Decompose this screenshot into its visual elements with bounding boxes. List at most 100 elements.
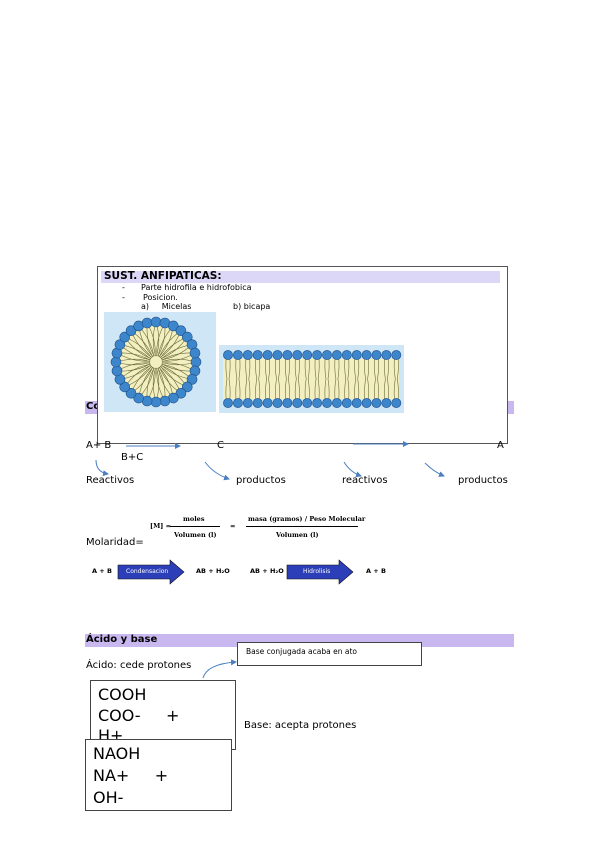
micelle-head bbox=[181, 381, 193, 393]
micelle-head bbox=[186, 374, 198, 385]
bilayer-image bbox=[219, 345, 404, 413]
micelle-head bbox=[190, 356, 202, 368]
molarity-num2: masa (gramos) / Peso Molecular bbox=[248, 515, 366, 523]
bilayer-head bbox=[262, 398, 273, 408]
bilayer-head bbox=[312, 350, 322, 360]
naoh-box[interactable]: NAOH NA+ + OH- bbox=[85, 739, 232, 811]
micelle-head bbox=[119, 381, 131, 393]
bilayer-head bbox=[292, 350, 303, 360]
reaction-right: A bbox=[497, 440, 504, 451]
bilayer-head bbox=[381, 350, 392, 360]
bilayer-head bbox=[223, 350, 233, 360]
bilayer-head bbox=[302, 350, 313, 360]
sub-a-text: a) Micelas bbox=[141, 302, 192, 311]
condensation-arrow[interactable] bbox=[117, 559, 186, 585]
bilayer-head bbox=[252, 350, 263, 360]
bilayer-head bbox=[351, 398, 362, 408]
molarity-eq: = bbox=[230, 522, 236, 530]
micelle-head bbox=[141, 317, 153, 329]
micelle-head bbox=[181, 331, 193, 343]
label-reactivos-1: Reactivos bbox=[86, 475, 135, 486]
bilayer-head bbox=[371, 350, 382, 360]
bilayer-head bbox=[223, 398, 233, 408]
bilayer-head bbox=[322, 398, 332, 408]
molarity-fraction-line-1 bbox=[170, 526, 220, 527]
bilayer-head bbox=[242, 398, 253, 408]
micelle-head bbox=[114, 339, 126, 350]
micelle-head bbox=[125, 387, 137, 399]
bilayer-head bbox=[262, 350, 273, 360]
bilayer-head bbox=[341, 398, 352, 408]
label-reactivos-2: reactivos bbox=[342, 475, 388, 486]
hydrolysis-label: Hidrolisis bbox=[303, 568, 331, 575]
bullet-2-text: Posicion. bbox=[143, 293, 178, 302]
cond-mid1: AB + H₂O bbox=[196, 567, 230, 575]
curve-arrow-1 bbox=[95, 459, 109, 477]
conjugate-base-box[interactable]: Base conjugada acaba en ato bbox=[237, 642, 422, 666]
bilayer-head bbox=[302, 398, 313, 408]
acid-text: Ácido: cede protones bbox=[86, 660, 192, 671]
micelle-drawing bbox=[110, 316, 202, 408]
micelle-head bbox=[175, 325, 187, 337]
cond-left: A + B bbox=[92, 567, 112, 575]
micelle-head bbox=[119, 331, 131, 343]
curve-arrow-4 bbox=[424, 462, 445, 477]
conjugate-base-text: Base conjugada acaba en ato bbox=[246, 647, 357, 656]
curve-arrow-acid bbox=[202, 659, 237, 679]
bilayer-head bbox=[252, 398, 263, 408]
bilayer-head bbox=[292, 398, 303, 408]
bullet-1-text: Parte hidrofila e hidrofobica bbox=[141, 283, 252, 292]
bilayer-head bbox=[232, 350, 243, 360]
slide-header-band bbox=[101, 271, 500, 283]
bilayer-head bbox=[341, 350, 352, 360]
cooh-line-1: COOH bbox=[98, 685, 147, 704]
micelle-head bbox=[133, 392, 144, 404]
micelle-head bbox=[111, 365, 123, 377]
naoh-line-2: NA+ + bbox=[93, 766, 169, 785]
bilayer-head bbox=[332, 398, 342, 408]
bilayer-head bbox=[272, 398, 283, 408]
bilayer-head bbox=[312, 398, 322, 408]
curve-arrow-3 bbox=[343, 461, 362, 478]
bilayer-head bbox=[232, 398, 243, 408]
micelle-image bbox=[104, 312, 216, 412]
bilayer-head bbox=[361, 398, 372, 408]
section-band-1-text: Co bbox=[86, 401, 101, 412]
bilayer-head bbox=[272, 350, 283, 360]
bilayer-head bbox=[332, 350, 342, 360]
cond-right: A + B bbox=[366, 567, 386, 575]
micelle-head bbox=[168, 320, 179, 332]
molarity-lhs: [M] = bbox=[150, 522, 172, 530]
micelle-head bbox=[175, 387, 187, 399]
reaction-left: A+ B bbox=[86, 440, 112, 451]
amphipathic-slide[interactable]: SUST. ANFIPATICAS: - Parte hidrofila e h… bbox=[97, 266, 508, 444]
micelle-head bbox=[189, 347, 201, 359]
reaction-under: B+C bbox=[121, 452, 144, 463]
slide-title: SUST. ANFIPATICAS: bbox=[104, 270, 222, 282]
molarity-label: Molaridad= bbox=[86, 537, 144, 548]
bullet-2: - bbox=[122, 293, 125, 302]
bilayer-head bbox=[381, 398, 392, 408]
cooh-box[interactable]: COOH COO- + H+ bbox=[90, 680, 236, 750]
molarity-fraction-line-2 bbox=[246, 526, 358, 527]
molarity-den2: Volumen (l) bbox=[276, 531, 319, 539]
bilayer-head bbox=[282, 398, 293, 408]
curve-arrow-2 bbox=[204, 461, 230, 481]
bilayer-head bbox=[391, 350, 402, 360]
naoh-line-3: OH- bbox=[93, 788, 124, 807]
cooh-line-2: COO- + bbox=[98, 706, 180, 725]
bilayer-head bbox=[282, 350, 293, 360]
bilayer-head bbox=[391, 398, 402, 408]
base-text: Base: acepta protones bbox=[244, 720, 357, 731]
bullet-1: - bbox=[122, 283, 125, 292]
cond-mid2: AB + H₂O bbox=[250, 567, 284, 575]
bilayer-drawing bbox=[223, 350, 402, 408]
hydrolysis-arrow[interactable] bbox=[286, 559, 355, 585]
label-productos-2: productos bbox=[458, 475, 508, 486]
reaction-mid: C bbox=[217, 440, 224, 451]
micelle-head bbox=[159, 395, 171, 407]
bilayer-head bbox=[242, 350, 253, 360]
micelle-head bbox=[125, 325, 137, 337]
condensation-label: Condensacion bbox=[126, 568, 169, 575]
bilayer-head bbox=[361, 350, 372, 360]
